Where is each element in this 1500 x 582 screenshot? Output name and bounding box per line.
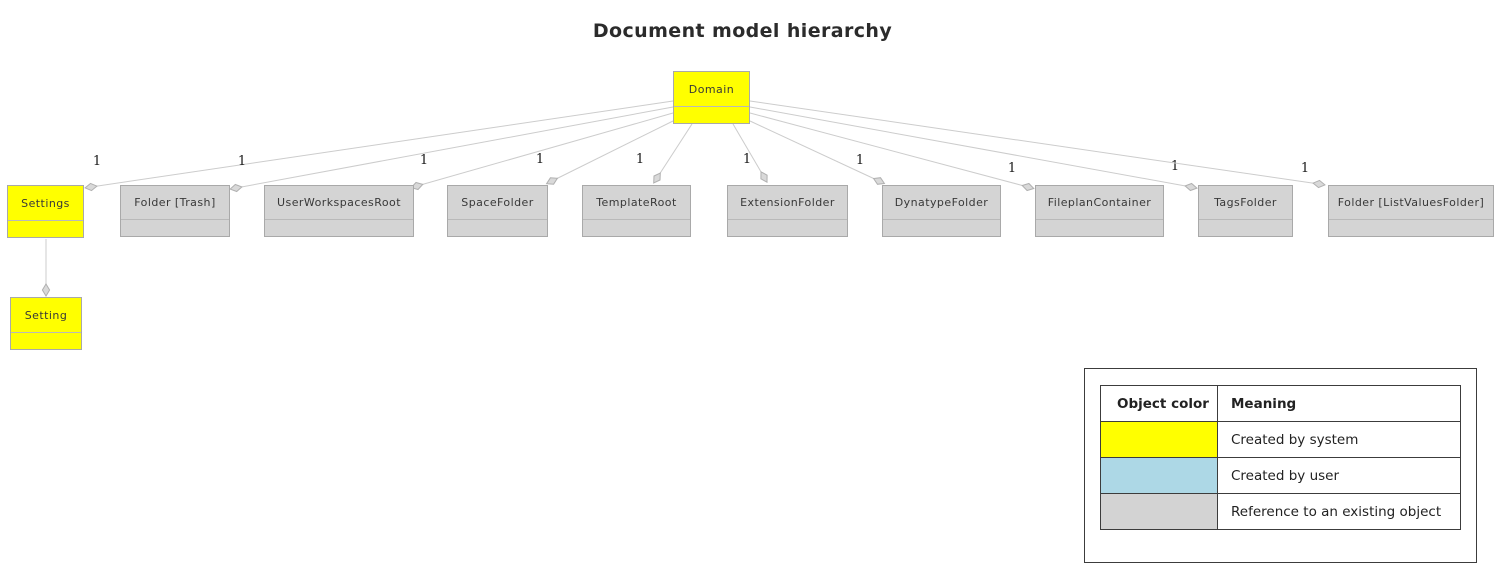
node-label: TagsFolder	[1199, 186, 1292, 220]
multiplicity-label: 1	[238, 154, 246, 169]
node-user-workspaces-root: UserWorkspacesRoot	[264, 185, 414, 237]
multiplicity-label: 1	[536, 152, 544, 167]
node-label: Setting	[11, 298, 81, 333]
node-label: TemplateRoot	[583, 186, 690, 220]
aggregation-diamond	[760, 170, 768, 184]
aggregation-diamond	[229, 183, 243, 193]
node-folder-trash: Folder [Trash]	[120, 185, 230, 237]
node-attributes-compartment	[1329, 220, 1493, 236]
node-setting: Setting	[10, 297, 82, 350]
node-folder-list-values: Folder [ListValuesFolder]	[1328, 185, 1494, 237]
node-label: SpaceFolder	[448, 186, 547, 220]
multiplicity-label: 1	[93, 154, 101, 169]
legend-color-swatch	[1100, 421, 1218, 458]
legend-header-object-color: Object color	[1100, 385, 1218, 422]
legend-color-swatch	[1100, 493, 1218, 530]
multiplicity-label: 1	[856, 153, 864, 168]
node-label: Folder [Trash]	[121, 186, 229, 220]
edge-extension-folder	[732, 123, 765, 178]
edge-dynatype-folder	[749, 120, 880, 182]
node-template-root: TemplateRoot	[582, 185, 691, 237]
multiplicity-label: 1	[1008, 161, 1016, 176]
aggregation-diamond	[1021, 182, 1035, 192]
node-domain: Domain	[673, 71, 750, 124]
node-space-folder: SpaceFolder	[447, 185, 548, 237]
multiplicity-label: 1	[636, 152, 644, 167]
legend-meaning: Created by system	[1217, 421, 1461, 458]
aggregation-diamond	[84, 182, 98, 192]
edge-tags-folder	[749, 106, 1192, 188]
legend-color-swatch	[1100, 457, 1218, 494]
node-attributes-compartment	[728, 220, 847, 236]
node-attributes-compartment	[8, 221, 83, 237]
node-attributes-compartment	[883, 220, 1000, 236]
diagram-title: Document model hierarchy	[592, 20, 893, 42]
node-label: ExtensionFolder	[728, 186, 847, 220]
node-attributes-compartment	[1036, 220, 1163, 236]
edge-settings	[90, 100, 674, 188]
aggregation-diamond	[653, 172, 661, 184]
node-fileplan-container: FileplanContainer	[1035, 185, 1164, 237]
edge-folder-trash	[235, 106, 674, 189]
node-dynatype-folder: DynatypeFolder	[882, 185, 1001, 237]
legend-header-row: Object color Meaning	[1100, 385, 1461, 422]
legend-row: Reference to an existing object	[1100, 493, 1461, 530]
node-label: Folder [ListValuesFolder]	[1329, 186, 1493, 220]
multiplicity-label: 1	[420, 153, 428, 168]
legend-meaning: Created by user	[1217, 457, 1461, 494]
node-tags-folder: TagsFolder	[1198, 185, 1293, 237]
node-attributes-compartment	[121, 220, 229, 236]
edge-space-folder	[551, 120, 674, 182]
node-label: DynatypeFolder	[883, 186, 1000, 220]
node-settings: Settings	[7, 185, 84, 238]
node-attributes-compartment	[1199, 220, 1292, 236]
node-attributes-compartment	[265, 220, 413, 236]
node-attributes-compartment	[448, 220, 547, 236]
edge-user-workspaces-root	[416, 112, 674, 187]
node-label: Settings	[8, 186, 83, 221]
aggregation-diamond	[1312, 179, 1326, 189]
edge-template-root	[656, 123, 693, 179]
legend-header-meaning: Meaning	[1217, 385, 1461, 422]
aggregation-diamond	[410, 181, 424, 191]
node-attributes-compartment	[583, 220, 690, 236]
multiplicity-label: 1	[743, 152, 751, 167]
aggregation-diamond	[872, 177, 886, 185]
legend-row: Created by user	[1100, 457, 1461, 494]
node-extension-folder: ExtensionFolder	[727, 185, 848, 237]
multiplicity-label: 1	[1301, 161, 1309, 176]
multiplicity-label: 1	[1171, 159, 1179, 174]
aggregation-diamond	[1184, 182, 1198, 192]
node-label: Domain	[674, 72, 749, 107]
aggregation-diamond	[545, 177, 559, 185]
node-attributes-compartment	[11, 333, 81, 349]
legend-meaning: Reference to an existing object	[1217, 493, 1461, 530]
aggregation-diamond	[41, 283, 51, 297]
node-attributes-compartment	[674, 107, 749, 123]
edge-fileplan-container	[749, 112, 1029, 188]
edge-folder-list-values	[749, 100, 1320, 185]
node-label: FileplanContainer	[1036, 186, 1163, 220]
legend-row: Created by system	[1100, 421, 1461, 458]
node-label: UserWorkspacesRoot	[265, 186, 413, 220]
